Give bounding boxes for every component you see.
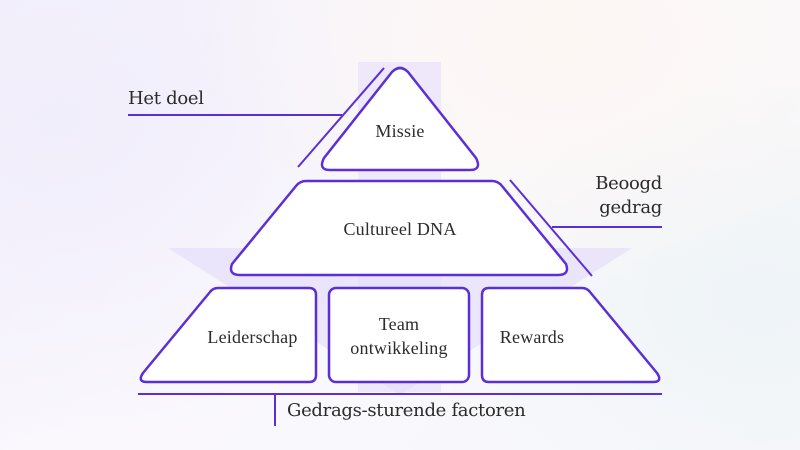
rewards-shape xyxy=(480,286,661,384)
goal-diagonal-bracket xyxy=(297,67,385,168)
cultureel-dna-label: Cultureel DNA xyxy=(343,219,457,239)
desired-behavior-line2: gedrag xyxy=(599,197,662,218)
team-ontwikkeling-label: Team ontwikkeling xyxy=(329,312,469,360)
leiderschap-label: Leiderschap xyxy=(207,327,298,347)
missie-label: Missie xyxy=(375,121,425,141)
team-label-line1: Team xyxy=(378,314,420,334)
team-ontwikkeling-shape xyxy=(327,286,471,384)
team-label-line2: ontwikkeling xyxy=(350,338,448,358)
cultureel-dna-trapezoid xyxy=(229,179,569,277)
missie-triangle xyxy=(320,66,480,172)
leiderschap-shape xyxy=(139,286,318,384)
goal-annotation: Het doel xyxy=(128,88,204,109)
drivers-annotation: Gedrags-sturende factoren xyxy=(287,400,526,421)
desired-behavior-line1: Beoogd xyxy=(595,173,662,194)
desired-behavior-diagonal-bracket xyxy=(509,179,593,277)
desired-behavior-annotation: Beoogd gedrag xyxy=(560,172,662,220)
rewards-label: Rewards xyxy=(499,327,565,347)
